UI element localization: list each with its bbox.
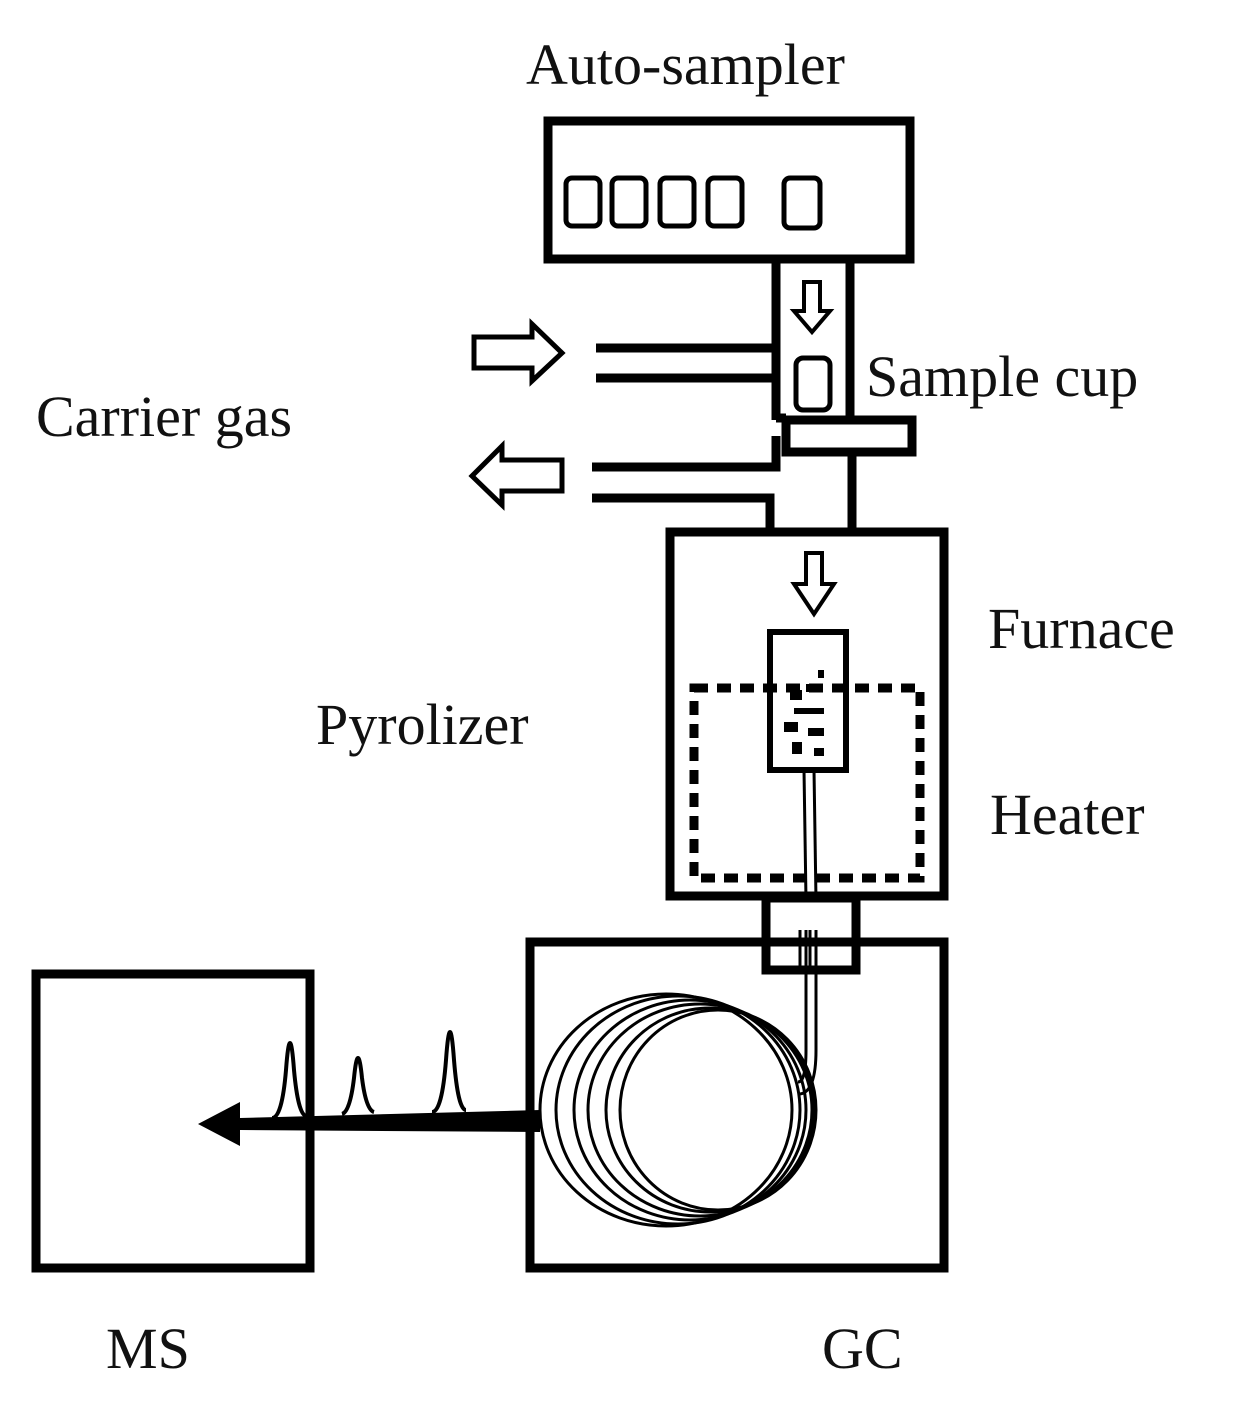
- auto-sampler-label: Auto-sampler: [526, 32, 845, 97]
- gc-label: GC: [822, 1316, 903, 1381]
- heater-outline: [689, 683, 925, 883]
- furnace-label: Furnace: [988, 596, 1175, 661]
- down-arrow-icon: [790, 551, 838, 618]
- ms-label: MS: [106, 1316, 190, 1381]
- gc-column-coil: [538, 992, 818, 1228]
- sample-cup: [793, 355, 833, 413]
- sample-particles: [784, 670, 824, 756]
- pyrolizer-label: Pyrolizer: [316, 692, 529, 757]
- quartz-tube: [767, 629, 849, 773]
- sample-vials: [563, 175, 823, 231]
- arrow-left-icon: [468, 439, 565, 511]
- carrier-gas-label: Carrier gas: [36, 384, 293, 449]
- chromatogram-peaks: [271, 1030, 467, 1120]
- gc-to-ms-arrow: [198, 1102, 540, 1146]
- interface-connector: [761, 893, 861, 975]
- arrow-right-icon: [471, 318, 566, 387]
- capillary-line: [802, 769, 818, 901]
- auto-sampler-box: [543, 116, 915, 264]
- gc-box: [525, 937, 949, 1273]
- down-arrow-icon: [789, 280, 835, 336]
- heater-label: Heater: [990, 782, 1145, 847]
- sample-cup-label: Sample cup: [866, 344, 1139, 409]
- carrier-gas-inlet-lines: [596, 300, 781, 420]
- sample-valve-plate: [781, 415, 917, 457]
- carrier-gas-outlet-lines: [592, 436, 857, 532]
